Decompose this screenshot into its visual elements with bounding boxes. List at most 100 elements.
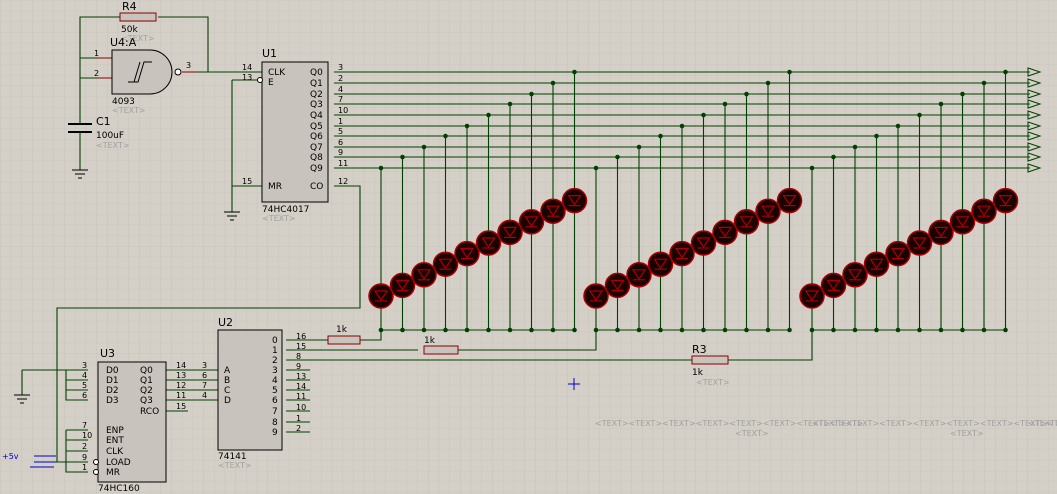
u2-ref: U2 (218, 316, 233, 329)
junction-1-0 (593, 165, 599, 171)
u2-text: <TEXT> (218, 461, 252, 470)
common-junction-2-1 (831, 327, 836, 333)
u3-right-2-name: Q2 (140, 386, 153, 396)
resistor-r4[interactable]: R4 50k <TEXT> (119, 0, 157, 43)
junction-1-3 (658, 133, 663, 139)
u4-ref: U4:A (110, 36, 137, 49)
led-2-3 (863, 251, 890, 277)
u2-left-1-name: B (224, 376, 230, 386)
common-junction-1-7 (744, 327, 749, 333)
u1-pin-5-num: 1 (338, 117, 343, 126)
output-arrow-4 (1027, 110, 1042, 120)
u1-pin-clk-name: CLK (268, 68, 286, 78)
junction-0-1 (400, 154, 405, 160)
nand-gate-u4a[interactable]: U4:A 1 2 3 4093 <TEXT> (94, 36, 196, 115)
u1-pin-e-name: E (268, 78, 274, 88)
led-body (820, 272, 847, 299)
u3-left-4-name: ENP (106, 426, 124, 436)
output-arrow-0 (1027, 67, 1042, 77)
u1-pin-2-name: Q2 (310, 90, 323, 100)
output-arrow-3 (1027, 99, 1042, 109)
u1-pin-1-num: 2 (338, 74, 343, 83)
led-triangle (869, 258, 884, 270)
u3-left-0-num: 3 (82, 361, 87, 370)
u1-pin-9-num: 11 (338, 159, 348, 168)
common-junction-2-0 (809, 327, 815, 333)
c1-text: <TEXT> (96, 141, 130, 150)
u2-right-6-num: 11 (296, 392, 306, 401)
led-body (733, 209, 760, 235)
u2-left-2-name: C (224, 386, 230, 396)
led-2-2 (842, 262, 868, 288)
led-body (604, 272, 631, 299)
text-placeholders: <TEXT><TEXT><TEXT><TEXT><TEXT><TEXT><TEX… (595, 419, 1057, 438)
led-triangle (890, 248, 906, 259)
led-2-5 (906, 230, 933, 256)
u1-pin-0-num: 3 (338, 63, 343, 72)
led-triangle (782, 195, 797, 206)
junction-2-8 (981, 80, 987, 86)
common-junction-0-9 (572, 327, 577, 333)
led-body (842, 262, 868, 288)
led-body (885, 240, 911, 267)
output-arrow-6 (1027, 131, 1042, 141)
r4-value: 50k (121, 25, 138, 35)
u1-pin-5-name: Q5 (310, 122, 323, 132)
led-1-2 (626, 262, 652, 288)
r4-text: <TEXT> (121, 34, 155, 43)
junction-0-9 (572, 69, 577, 75)
led-1-1 (604, 272, 631, 299)
ic-u3-74hc160[interactable]: U3 3D04D15D26D37ENP10ENT2CLK9LOAD1MR14Q0… (82, 347, 186, 494)
u1-text: <TEXT> (262, 214, 296, 223)
u3-left-1-name: D1 (106, 376, 119, 386)
u4-pin2: 2 (94, 69, 99, 78)
output-arrow-2 (1027, 89, 1042, 99)
u4-pin1: 1 (94, 49, 99, 58)
u2-left-0-num: 3 (202, 361, 207, 370)
u3-right-1-name: Q1 (140, 376, 153, 386)
u2-right-0-name: 0 (272, 336, 278, 346)
led-triangle (373, 290, 389, 302)
u1-pin-10-name: CO (310, 182, 323, 192)
resistor-r-b[interactable]: 1k (423, 336, 459, 355)
common-junction-1-8 (765, 327, 771, 333)
led-0-8 (540, 198, 566, 224)
led-triangle (955, 216, 970, 227)
u1-pin-7-num: 6 (338, 138, 343, 147)
junction-0-7 (529, 91, 534, 97)
u1-pin-6-num: 5 (338, 127, 343, 136)
common-junction-0-7 (529, 327, 534, 333)
led-body (561, 187, 588, 214)
r-a-value: 1k (336, 325, 348, 335)
u2-left-1-num: 6 (202, 371, 207, 380)
junction-2-1 (831, 154, 836, 160)
ph-row1-a: <TEXT><TEXT><TEXT><TEXT><TEXT><TEXT><TEX… (595, 419, 864, 428)
led-triangle (502, 226, 518, 238)
u3-right-2-num: 12 (176, 381, 186, 390)
u1-ref: U1 (262, 47, 277, 60)
ph-row2-a: <TEXT> (735, 429, 769, 438)
led-body (776, 187, 803, 214)
led-body (949, 209, 976, 235)
junction-1-4 (679, 123, 685, 129)
common-junction-2-9 (1003, 327, 1008, 333)
u1-pin-1-name: Q1 (310, 79, 323, 89)
u4-type: 4093 (112, 97, 135, 107)
capacitor-c1[interactable]: C1 100uF <TEXT> (68, 115, 130, 150)
junction-2-6 (938, 101, 944, 107)
junction-0-0 (378, 165, 384, 171)
resistor-r3[interactable]: R3 1k <TEXT> (691, 343, 730, 387)
resistor-r-a[interactable]: 1k (327, 325, 361, 345)
u3-left-6-name: CLK (106, 447, 124, 457)
u3-ref: U3 (100, 347, 115, 360)
ph-row1-c: <TEXT> (1028, 419, 1057, 428)
u2-right-0-num: 16 (296, 332, 306, 341)
led-2-6 (928, 219, 954, 246)
u3-left-3-num: 6 (82, 391, 87, 400)
led-triangle (696, 237, 711, 249)
junction-2-2 (852, 144, 858, 150)
